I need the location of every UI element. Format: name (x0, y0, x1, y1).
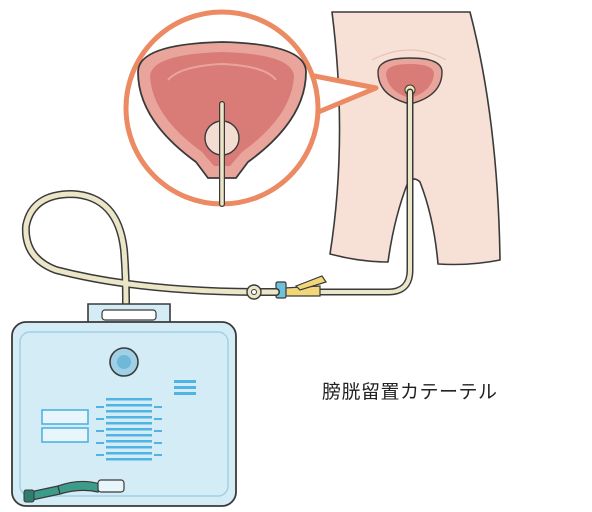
catheter-caption: 膀胱留置カテーテル (322, 377, 498, 404)
lower-body (330, 12, 500, 265)
y-connector (276, 276, 326, 298)
drainage-bag (12, 304, 236, 506)
